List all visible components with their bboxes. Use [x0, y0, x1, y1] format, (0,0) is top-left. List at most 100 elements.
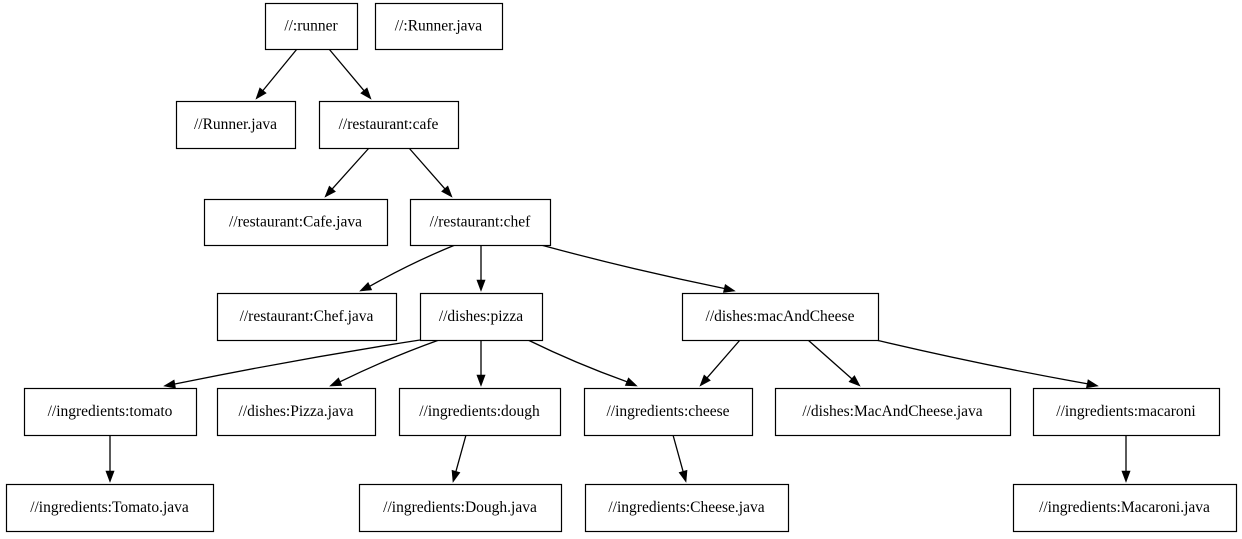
- edge-line: [331, 147, 370, 190]
- node-box[interactable]: [23, 387, 198, 437]
- node-label: //ingredients:cheese: [606, 403, 729, 420]
- graph-edge: [699, 339, 741, 387]
- arrowhead-icon: [105, 470, 115, 483]
- node-layer: //:runner //:Runner.java //Runner.java //re…: [5, 2, 1238, 533]
- graph-edge: [807, 339, 861, 387]
- graph-node-ing_cheese_java[interactable]: //ingredients:Cheese.java: [584, 483, 790, 533]
- node-box[interactable]: [583, 387, 754, 437]
- graph-node-ing_dough_java[interactable]: //ingredients:Dough.java: [358, 483, 563, 533]
- arrowhead-icon: [1121, 470, 1131, 483]
- graph-node-restaurant_cafe[interactable]: //restaurant:cafe: [318, 100, 460, 150]
- graph-edge: [672, 434, 688, 483]
- graph-node-dishes_pizza_java[interactable]: //dishes:Pizza.java: [216, 387, 377, 437]
- node-box[interactable]: [203, 198, 389, 247]
- arrowhead-icon: [699, 374, 711, 387]
- graph-node-dishes_pizza[interactable]: //dishes:pizza: [419, 292, 544, 342]
- node-box[interactable]: [681, 292, 880, 342]
- node-label: //ingredients:Macaroni.java: [1039, 499, 1210, 516]
- arrowhead-icon: [441, 185, 453, 198]
- graph-edge: [527, 339, 638, 387]
- edge-line: [455, 434, 467, 472]
- graph-edge: [324, 147, 370, 198]
- edge-line: [527, 339, 628, 383]
- graph-node-runner[interactable]: //:runner: [264, 2, 359, 51]
- node-box[interactable]: [264, 2, 359, 51]
- graph-edge: [408, 147, 453, 198]
- node-label: //restaurant:Chef.java: [240, 308, 374, 325]
- arrowhead-icon: [359, 282, 373, 292]
- node-label: //ingredients:macaroni: [1056, 403, 1196, 420]
- edge-line: [174, 339, 421, 385]
- node-box[interactable]: [398, 387, 562, 437]
- arrowhead-icon: [451, 469, 461, 483]
- node-box[interactable]: [175, 100, 297, 150]
- graph-node-runner_java[interactable]: //Runner.java: [175, 100, 297, 150]
- graph-node-dishes_mac_java[interactable]: //dishes:MacAndCheese.java: [774, 387, 1012, 437]
- graph-node-restaurant_chef[interactable]: //restaurant:chef: [409, 198, 552, 247]
- arrowhead-icon: [476, 374, 486, 387]
- node-box[interactable]: [5, 483, 215, 533]
- graph-node-root_runner_java[interactable]: //:Runner.java: [374, 2, 504, 51]
- graph-edge: [451, 434, 467, 483]
- edge-line: [328, 48, 365, 91]
- arrowhead-icon: [678, 469, 688, 483]
- edge-line: [339, 339, 440, 383]
- node-box[interactable]: [584, 483, 790, 533]
- edge-line: [408, 147, 446, 190]
- graph-edge: [875, 339, 1099, 389]
- graph-edge: [359, 244, 456, 292]
- graph-node-ing_macaroni_java[interactable]: //ingredients:Macaroni.java: [1012, 483, 1238, 533]
- node-label: //dishes:macAndCheese: [706, 308, 855, 325]
- graph-edge: [476, 340, 486, 387]
- node-box[interactable]: [409, 198, 552, 247]
- arrowhead-icon: [324, 185, 336, 198]
- arrowhead-icon: [848, 375, 861, 387]
- node-label: //ingredients:dough: [419, 403, 540, 420]
- arrowhead-icon: [329, 377, 343, 387]
- node-box[interactable]: [1012, 483, 1238, 533]
- graph-edge: [163, 339, 421, 389]
- graph-node-ing_tomato[interactable]: //ingredients:tomato: [23, 387, 198, 437]
- node-label: //dishes:pizza: [439, 308, 523, 325]
- arrowhead-icon: [624, 377, 638, 387]
- node-label: //dishes:Pizza.java: [239, 403, 354, 420]
- edge-line: [807, 339, 853, 380]
- graph-node-dishes_mac[interactable]: //dishes:macAndCheese: [681, 292, 880, 342]
- node-label: //restaurant:chef: [430, 214, 532, 231]
- node-box[interactable]: [216, 292, 398, 342]
- node-box[interactable]: [318, 100, 460, 150]
- graph-node-ing_tomato_java[interactable]: //ingredients:Tomato.java: [5, 483, 215, 533]
- node-label: //:Runner.java: [395, 18, 483, 35]
- edge-line: [875, 339, 1088, 385]
- node-box[interactable]: [774, 387, 1012, 437]
- edge-line: [540, 244, 725, 290]
- node-box[interactable]: [374, 2, 504, 51]
- arrowhead-icon: [255, 87, 267, 100]
- edge-line: [369, 244, 456, 287]
- arrowhead-icon: [163, 379, 176, 389]
- node-label: //ingredients:Dough.java: [383, 499, 537, 516]
- arrowhead-icon: [1086, 379, 1099, 389]
- node-label: //ingredients:Cheese.java: [608, 499, 764, 516]
- node-box[interactable]: [358, 483, 563, 533]
- graph-node-restaurant_cafe_java[interactable]: //restaurant:Cafe.java: [203, 198, 389, 247]
- edge-line: [706, 339, 741, 379]
- graph-node-ing_dough[interactable]: //ingredients:dough: [398, 387, 562, 437]
- arrowhead-icon: [476, 279, 486, 292]
- edge-line: [262, 48, 298, 91]
- node-label: //restaurant:Cafe.java: [229, 214, 362, 231]
- graph-node-ing_macaroni[interactable]: //ingredients:macaroni: [1032, 387, 1221, 437]
- node-box[interactable]: [216, 387, 377, 437]
- arrowhead-icon: [360, 87, 372, 100]
- edge-line: [672, 434, 684, 472]
- node-box[interactable]: [1032, 387, 1221, 437]
- graph-node-ing_cheese[interactable]: //ingredients:cheese: [583, 387, 754, 437]
- node-box[interactable]: [419, 292, 544, 342]
- graph-edge: [476, 245, 486, 292]
- node-label: //dishes:MacAndCheese.java: [802, 403, 982, 420]
- node-label: //Runner.java: [194, 116, 277, 133]
- graph-node-restaurant_chef_java[interactable]: //restaurant:Chef.java: [216, 292, 398, 342]
- edge-layer: [105, 48, 1131, 483]
